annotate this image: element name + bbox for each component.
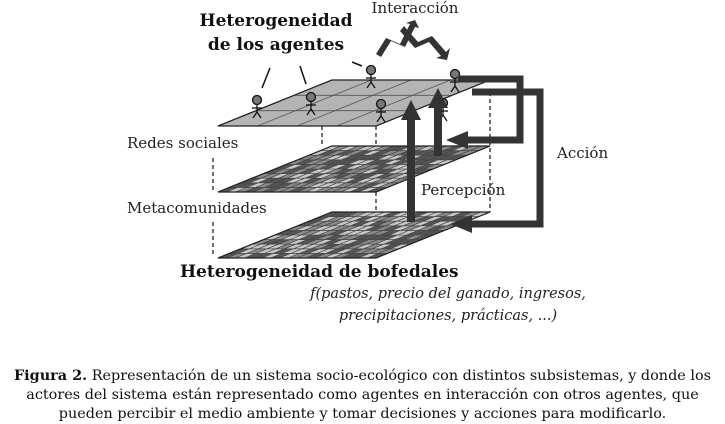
agent-figure <box>251 94 263 119</box>
agent-figure <box>449 68 461 93</box>
bofedales-layer <box>217 211 491 259</box>
interaction-arrow <box>376 20 450 60</box>
perception-arrows <box>401 88 448 222</box>
figure-caption-text: Representación de un sistema socio-ecoló… <box>26 368 712 422</box>
action-arrowheads <box>446 131 472 233</box>
interaction-label: Interacción <box>372 0 459 17</box>
heterogeneity-bofedales-title: Heterogeneidad de bofedales <box>180 262 459 282</box>
social-networks-label: Redes sociales <box>127 134 238 152</box>
agent-figure <box>305 91 317 116</box>
heterogeneity-agents-title-line1: Heterogeneidad <box>200 11 353 31</box>
figure-caption-title: Figura 2. <box>13 367 88 384</box>
layer-connector-lines <box>212 92 491 255</box>
function-label-line1: f(pastos, precio del ganado, ingresos, <box>309 286 586 302</box>
agents-group <box>251 64 461 123</box>
metacommunities-layer <box>217 145 491 193</box>
function-label-line2: precipitaciones, prácticas, ...) <box>339 308 557 324</box>
heterogeneity-agents-title-line2: de los agentes <box>208 35 344 55</box>
action-label: Acción <box>556 144 608 162</box>
perception-label: Percepción <box>421 181 506 199</box>
action-arrow <box>458 75 544 228</box>
figure-caption: Figura 2. Representación de un sistema s… <box>0 366 725 424</box>
metacommunities-label: Metacomunidades <box>127 199 267 217</box>
socio-ecological-system-diagram: Heterogeneidad de los agentes Interacció… <box>127 0 608 324</box>
agent-pointer-lines <box>261 61 363 89</box>
agent-figure <box>365 64 377 89</box>
agent-figure <box>375 98 387 123</box>
